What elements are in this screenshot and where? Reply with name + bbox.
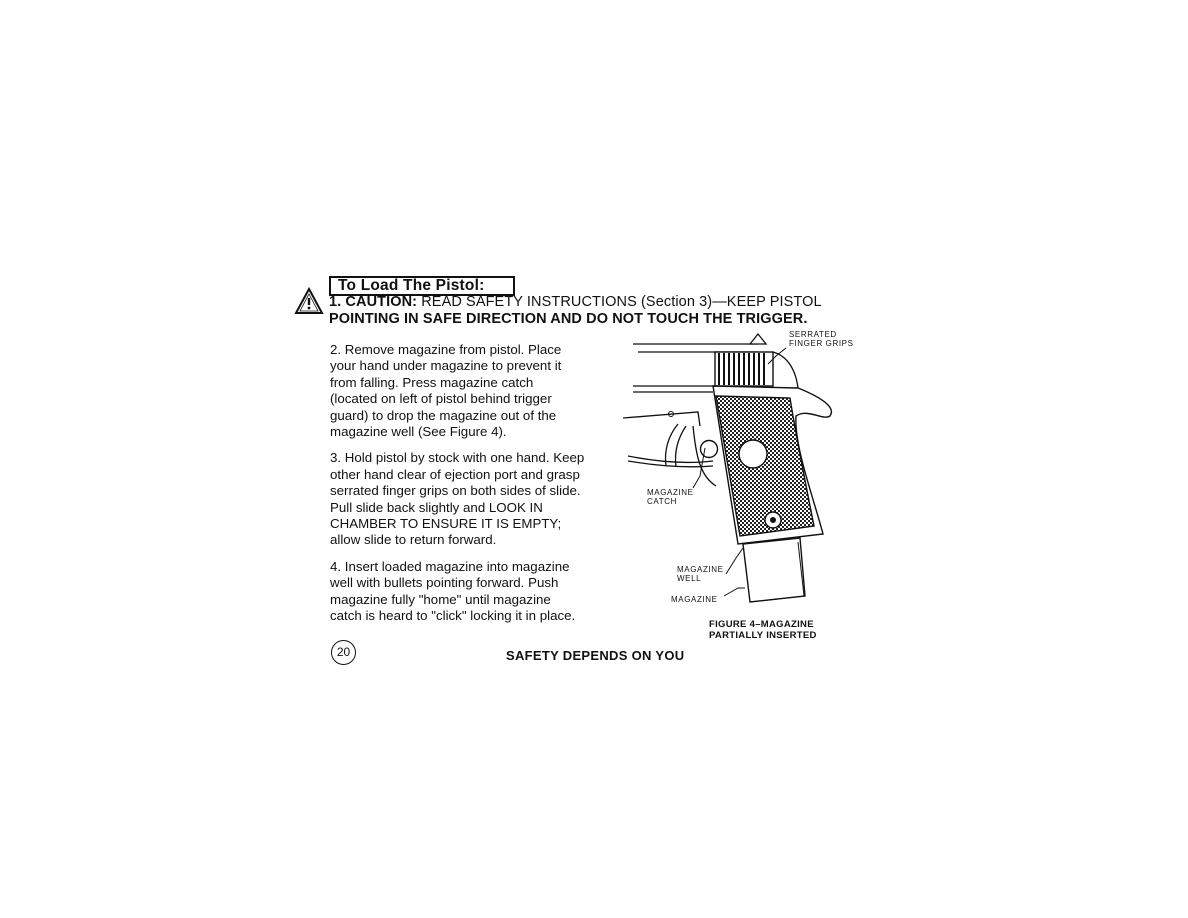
step-3: 3. Hold pistol by stock with one hand. K… — [330, 450, 585, 548]
footer-text: SAFETY DEPENDS ON YOU — [506, 648, 685, 663]
callout-magazine-well: MAGAZINE WELL — [677, 565, 724, 583]
step-2: 2. Remove magazine from pistol. Place yo… — [330, 342, 562, 440]
caution-text: READ SAFETY INSTRUCTIONS (Section 3)—KEE… — [417, 294, 822, 310]
instruction-steps: 2. Remove magazine from pistol. Place yo… — [330, 342, 622, 635]
warning-triangle-icon — [294, 287, 324, 314]
step-4: 4. Insert loaded magazine into magazine … — [330, 558, 576, 624]
callout-magazine: MAGAZINE — [671, 595, 718, 604]
figure-caption-line-1: FIGURE 4–MAGAZINE — [709, 619, 814, 630]
callout-magazine-catch: MAGAZINE CATCH — [647, 488, 694, 506]
page-number: 20 — [331, 640, 356, 665]
caution-line-2: POINTING IN SAFE DIRECTION AND DO NOT TO… — [329, 311, 808, 327]
caution-lead: 1. CAUTION: — [329, 294, 418, 310]
pistol-illustration — [622, 332, 833, 603]
section-heading: To Load The Pistol: — [329, 276, 515, 296]
figure-caption-line-2: PARTIALLY INSERTED — [709, 630, 817, 641]
caution-paragraph: 1. CAUTION: READ SAFETY INSTRUCTIONS (Se… — [329, 294, 889, 328]
callout-serrated-finger-grips: SERRATED FINGER GRIPS — [789, 330, 854, 348]
figure-caption: FIGURE 4–MAGAZINE PARTIALLY INSERTED — [709, 619, 817, 641]
